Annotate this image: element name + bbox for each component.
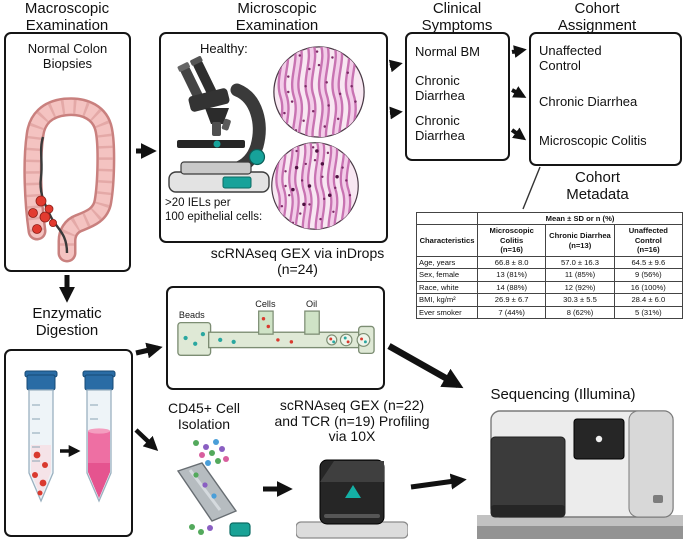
indrops-title: scRNAseq GEX via inDrops (n=24) — [210, 245, 385, 277]
table-corner-cell — [416, 211, 478, 226]
healthy-label: Healthy: — [200, 41, 248, 56]
arrow-micro-to-clinical-2 — [389, 106, 403, 120]
iel-dots — [291, 149, 339, 207]
cell: 26.9 ± 6.7 — [476, 293, 547, 307]
droplets — [326, 333, 371, 347]
cell: Ever smoker — [416, 305, 478, 320]
cell: 5 (31%) — [613, 305, 684, 320]
cohort-item-microscopic-colitis: Microscopic Colitis — [539, 133, 647, 148]
cell-dots-output — [189, 524, 213, 535]
clinical-item-chronic-diarrhea-1: Chronic Diarrhea — [415, 73, 465, 103]
cell: Sex, female — [416, 268, 478, 282]
cells-label: Cells — [255, 299, 276, 309]
oil-label: Oil — [306, 299, 317, 309]
cell: 30.3 ± 5.5 — [545, 293, 615, 307]
cell-sorting-illustration — [176, 439, 251, 537]
sequencer-illustration — [477, 410, 683, 539]
arrow-tenx-to-sequencer — [410, 473, 467, 490]
table-row-sex: Sex, female 13 (81%) 11 (85%) 9 (56%) — [416, 268, 684, 282]
clinical-symptoms-title: Clinical Symptoms — [421, 0, 493, 34]
histology-image-healthy — [271, 44, 367, 140]
cell: 64.5 ± 9.6 — [613, 255, 684, 270]
cell: 28.4 ± 6.0 — [613, 293, 684, 307]
cd45-isolation-title: CD45+ Cell Isolation — [168, 400, 240, 432]
arrow-clinical-to-cohort-3 — [510, 127, 527, 141]
biopsy-dots — [28, 195, 58, 234]
bead-particles — [183, 332, 236, 346]
col-header-chronic-diarrhea: Chronic Diarrhea (n=13) — [545, 224, 615, 257]
enzymatic-digestion-box — [4, 349, 133, 537]
microscopic-box: Healthy: — [159, 32, 388, 243]
col-header-unaffected-control: Unaffected Control (n=16) — [613, 224, 684, 257]
enzymatic-digestion-title: Enzymatic Digestion — [32, 305, 102, 339]
microscope-icon — [168, 56, 270, 193]
instrument-logo — [345, 485, 361, 498]
cell: 7 (44%) — [476, 305, 547, 320]
table-header-row-2: Characteristics Microscopic Colitis (n=1… — [416, 224, 684, 257]
cell: BMI, kg/m² — [416, 293, 478, 307]
centrifuge-tubes-illustration — [24, 370, 116, 503]
cell: 8 (62%) — [545, 305, 615, 320]
cell: 14 (88%) — [476, 280, 547, 295]
cohort-item-chronic-diarrhea: Chronic Diarrhea — [539, 94, 638, 109]
table-row-race: Race, white 14 (88%) 12 (92%) 16 (100%) — [416, 280, 684, 295]
arrow-micro-to-clinical-1 — [388, 59, 403, 73]
cell-dots-input — [193, 439, 229, 466]
arrow-indrops-to-sequencer — [387, 343, 464, 389]
normal-colon-biopsies-label: Normal Colon Biopsies — [27, 41, 108, 71]
clinical-symptoms-box: Normal BM Chronic Diarrhea Chronic Diarr… — [405, 32, 510, 161]
biopsy-pieces — [32, 451, 48, 496]
chromium-instrument-illustration — [296, 459, 408, 539]
table-span-header: Mean ± SD or n (%) — [477, 211, 683, 226]
col-header-characteristics: Characteristics — [416, 224, 478, 257]
cell: 12 (92%) — [545, 280, 615, 295]
cohort-metadata-table: Mean ± SD or n (%) Characteristics Micro… — [416, 211, 684, 320]
clinical-item-chronic-diarrhea-2: Chronic Diarrhea — [415, 113, 465, 143]
arrow-enzymatic-to-cd45 — [134, 428, 159, 451]
cell-particles — [261, 317, 294, 344]
sequencing-title: Sequencing (Illumina) — [490, 386, 636, 403]
microfluidic-chip-illustration: Beads Cells Oil — [177, 299, 375, 356]
indrops-box: Beads Cells Oil — [166, 286, 385, 390]
microscopic-title: Microscopic Examination — [235, 0, 319, 34]
cell: 16 (100%) — [613, 280, 684, 295]
beads-label: Beads — [179, 310, 205, 320]
colon-illustration — [23, 97, 116, 263]
cell: 9 (56%) — [613, 268, 684, 282]
table-row-bmi: BMI, kg/m² 26.9 ± 6.7 30.3 ± 5.5 28.4 ± … — [416, 293, 684, 307]
iel-count-label: >20 IELs per 100 epithelial cells: — [165, 197, 263, 223]
col-header-microscopic-colitis: Microscopic Colitis (n=16) — [476, 224, 547, 257]
arrow-clinical-to-cohort-1 — [511, 45, 527, 58]
clinical-item-normal-bm: Normal BM — [415, 44, 481, 59]
table-row-age: Age, years 66.8 ± 8.0 57.0 ± 16.3 64.5 ±… — [416, 255, 684, 270]
histology-image-iel — [269, 140, 361, 232]
cell: Age, years — [416, 255, 478, 270]
cell: 66.8 ± 8.0 — [476, 255, 547, 270]
table-header-row-1: Mean ± SD or n (%) — [416, 211, 683, 226]
cohort-assignment-title: Cohort Assignment — [557, 0, 637, 34]
cohort-metadata-title: Cohort Metadata — [566, 169, 629, 203]
table-row-smoker: Ever smoker 7 (44%) 8 (62%) 5 (31%) — [416, 305, 684, 320]
tenx-profiling-title: scRNAseq GEX (n=22) and TCR (n=19) Profi… — [274, 397, 430, 445]
cell: 11 (85%) — [545, 268, 615, 282]
macroscopic-title: Macroscopic Examination — [24, 0, 110, 34]
cohort-item-unaffected-control: Unaffected Control — [539, 43, 602, 73]
collection-tube — [229, 522, 251, 537]
arrow-enzymatic-to-indrops — [135, 342, 163, 359]
cell: 57.0 ± 16.3 — [545, 255, 615, 270]
cohort-assignment-box: Unaffected Control Chronic Diarrhea Micr… — [529, 32, 682, 166]
arrow-clinical-to-cohort-2 — [511, 86, 527, 98]
macroscopic-box: Normal Colon Biopsies — [4, 32, 131, 272]
cell: 13 (81%) — [476, 268, 547, 282]
cell: Race, white — [416, 280, 478, 295]
